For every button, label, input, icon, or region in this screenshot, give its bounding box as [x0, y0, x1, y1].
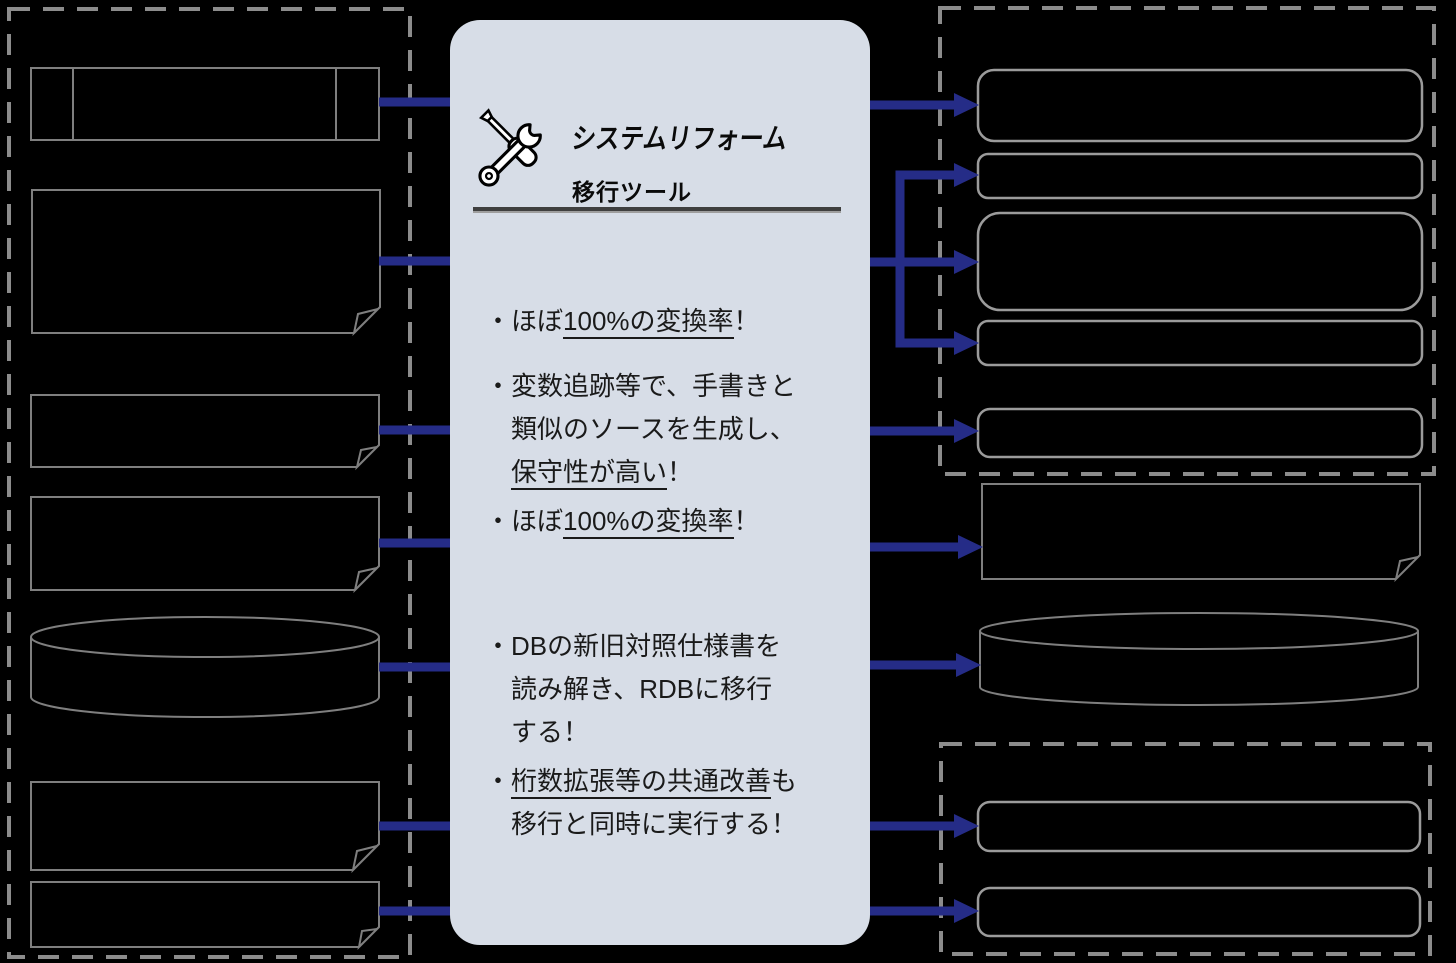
wrench-icon: [478, 123, 542, 187]
folded-corner: [355, 445, 380, 471]
bullet-marker: ・: [485, 306, 512, 336]
bullet-text: ほぼ100%の変換率！: [511, 300, 857, 343]
target-box-1: [976, 68, 1424, 143]
folded-corner: [1394, 555, 1422, 583]
legacy-document-shape-2: [30, 394, 380, 471]
folded-corner: [351, 844, 381, 874]
arrow-target-4: [870, 535, 983, 559]
bullet-variable-tracing-maintainability: ・変数追跡等で、手書きと類似のソースを生成し、保守性が高い！: [485, 365, 857, 494]
bullet-text: 変数追跡等で、手書きと類似のソースを生成し、保守性が高い！: [511, 365, 857, 494]
bullet-digit-extension: ・桁数拡張等の共通改善も移行と同時に実行する！: [485, 760, 857, 846]
legacy-document-shape-4: [30, 781, 381, 874]
legacy-document-shape-3: [30, 496, 381, 594]
bullet-conversion-rate-jcl: ・ほぼ100%の変換率！: [485, 500, 857, 543]
folded-corner: [352, 307, 382, 337]
target-box-4: [976, 319, 1424, 367]
target-box-3: [976, 211, 1424, 312]
predefined-process-shape: [30, 67, 380, 141]
target-box-2: [976, 152, 1424, 200]
bullet-text: DBの新旧対照仕様書を読み解き、RDBに移行する！: [511, 631, 782, 747]
arrow-target-1: [870, 93, 979, 117]
legacy-document-shape-1: [31, 189, 382, 337]
title-divider: [473, 207, 841, 213]
target-box-6: [976, 800, 1422, 853]
bullet-marker: ・: [485, 506, 512, 536]
arrow-target-branching: [870, 163, 979, 355]
arrow-target-6: [870, 814, 979, 838]
target-box-7: [976, 886, 1422, 938]
logo-row: システムリフォーム 移行ツール: [474, 105, 822, 207]
arrow-target-3: [870, 419, 979, 443]
logo-title: システムリフォーム: [569, 123, 790, 154]
arrow-target-5: [870, 653, 981, 677]
bullet-conversion-rate-cobol: ・ほぼ100%の変換率！: [485, 300, 857, 343]
target-system-top-dashed-container: [938, 6, 1436, 476]
bullet-text: 桁数拡張等の共通改善も移行と同時に実行する！: [511, 766, 798, 839]
logo-subtitle: 移行ツール: [572, 179, 692, 205]
logo-text: システムリフォーム 移行ツール: [569, 105, 822, 207]
crossed-wrench-and-screwdriver-icon: [478, 108, 542, 187]
legacy-system-dashed-container: [7, 7, 412, 959]
target-database-cylinder: [979, 612, 1419, 706]
bullet-db-migration: ・DBの新旧対照仕様書を読み解き、RDBに移行する！: [485, 625, 857, 754]
folded-corner: [353, 566, 381, 594]
bullet-text: ほぼ100%の変換率！: [511, 500, 857, 543]
arrow-target-7: [870, 899, 979, 923]
folded-corner: [357, 927, 380, 950]
bullet-marker: ・: [485, 371, 512, 401]
legacy-document-shape-5: [30, 881, 380, 950]
target-document-shape: [981, 483, 1422, 583]
bullet-marker: ・: [485, 631, 512, 661]
bullet-marker: ・: [485, 766, 512, 796]
target-box-5: [976, 407, 1424, 459]
migration-tool-panel: システムリフォーム 移行ツール ・ほぼ100%の変換率！ ・変数追跡等で、手書き…: [450, 20, 870, 945]
legacy-database-cylinder: [30, 616, 380, 718]
target-system-bottom-dashed-container: [939, 742, 1432, 956]
